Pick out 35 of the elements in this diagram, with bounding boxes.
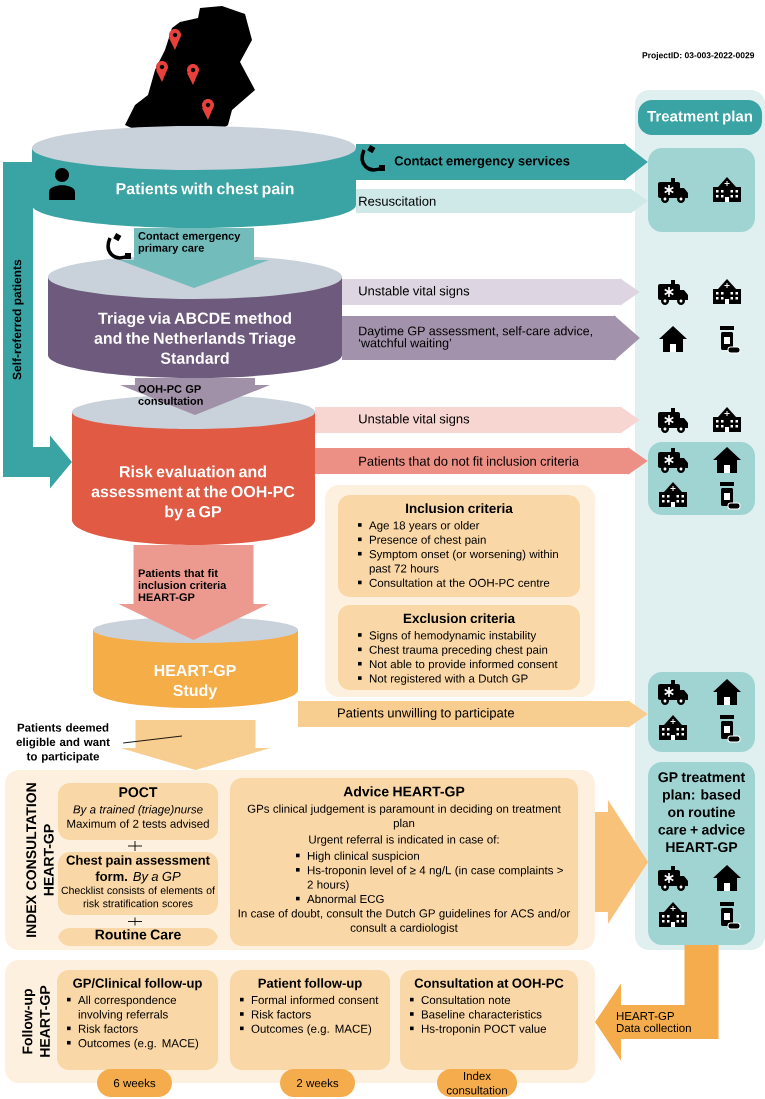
info-box: Patient follow-up Formal informed consent Risk factors Outcomes (e.g. MACE) [230,970,390,1070]
edge-label: Patients unwilling to participate [338,707,515,721]
info-box: GP/Clinical follow-up All correspondence involving referrals Risk factors Outcomes (e.g. MACE) [57,970,218,1070]
funnel-cylinder: HEART-GP Study [93,617,298,708]
note-text: Patients deemed eligible and want to participate [16,723,110,763]
arrow [595,800,648,924]
funnel-cylinder: Patients with chest pain [32,126,356,228]
info-box: Consultation at OOH-PC Consultation note Baseline characteristics Hs-troponin POCT value [400,970,578,1070]
arrow [120,720,271,770]
info-box: Advice HEART-GP GPs clinical judgement is paramount in deciding on treatment plan Urgent referral is indicated in case of: High clinical suspicion Hs-troponin level of ≥ 4 ng/L (in case complaints > 2 hours) Abnormal ECG In case of doubt, consult the Dutch GP guidelines for ACS and/or consult a cardiologist [230,778,578,946]
info-box: Chest pain assessment form. By a GP Checklist consists of elements of risk stratification scores [58,852,218,915]
edge-label: Contact emergency primary care [138,232,241,254]
edge-label: Resuscitation [359,196,436,206]
edge-label: Patients that fit inclusion criteria HEART-GP [138,568,227,602]
edge-label: Unstable vital signs [359,285,470,299]
arrow [595,945,719,1061]
arrow [119,228,269,288]
edge-label: Unstable vital signs [359,413,470,427]
funnel-cylinder: Triage via ABCDE method and the Netherlands Triage Standard [48,255,342,378]
info-box: POCT By a trained (triage)nurse Maximum of 2 tests advised [58,783,218,840]
edge-label: HEART-GP Data collection [616,1011,691,1033]
criteria-box: Inclusion criteria Age 18 years or older Presence of chest pain Symptom onset (or worsening) within past 72 hours Consultation at the OOH-PC centre [338,495,580,597]
project-id: ProjectID: 03-003-2022-0029 [642,52,755,60]
leader-line [122,735,183,744]
time-pill: Index consultation [437,1069,517,1097]
edge-label: Daytime GP assessment, self-care advice, ‘watchful waiting’ [358,326,592,350]
info-box: Routine Care [58,928,218,946]
arrow [118,545,269,640]
edge-label: Self-referred patients [12,259,24,380]
criteria-box: Exclusion criteria Signs of hemodynamic instability Chest trauma preceding chest pain Not able to provide informed consent Not registered with a Dutch GP [338,605,580,690]
time-pill: 6 weeks [97,1069,172,1097]
edge-label: Contact emergency services [394,155,570,169]
edge-label: Patients that do not fit inclusion criteria [359,456,580,466]
arrow [120,378,270,415]
time-pill: 2 weeks [280,1069,355,1097]
